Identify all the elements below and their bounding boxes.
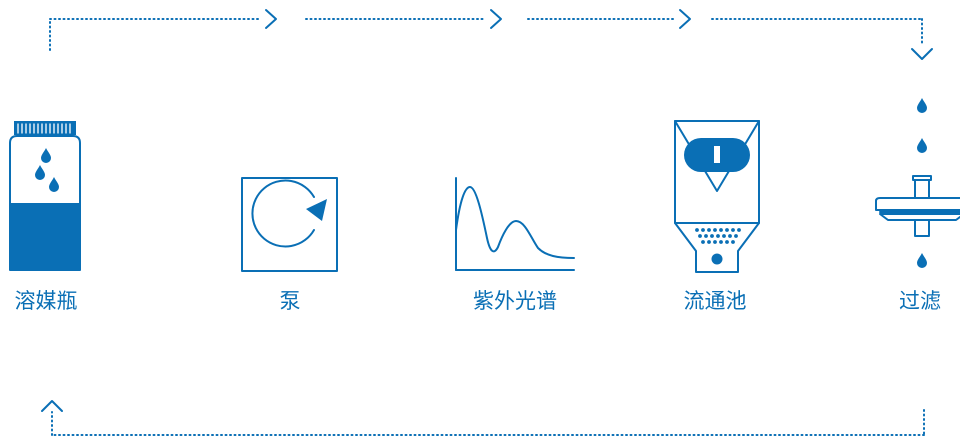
- top-flow-line: [49, 18, 923, 51]
- uv-spectrum-icon: [455, 177, 575, 271]
- flow-arrow-1-icon: [265, 9, 277, 29]
- flow-cell-icon: [674, 120, 760, 273]
- solvent-bottle-icon: [9, 121, 81, 271]
- flow-arrow-3-icon: [679, 9, 691, 29]
- filter-icon: [875, 98, 960, 268]
- flow-arrow-2-icon: [490, 9, 502, 29]
- flow-arrow-down-icon: [911, 48, 933, 60]
- return-arrow-up-icon: [41, 400, 63, 412]
- step-label-uv-spectrum: 紫外光谱: [473, 289, 557, 313]
- pump-icon: [241, 177, 338, 272]
- step-label-solvent-bottle: 溶媒瓶: [14, 289, 78, 313]
- step-label-filter: 过滤: [899, 289, 941, 313]
- bottom-flow-line: [51, 409, 925, 436]
- step-label-pump: 泵: [279, 289, 301, 313]
- step-label-flow-cell: 流通池: [683, 289, 747, 313]
